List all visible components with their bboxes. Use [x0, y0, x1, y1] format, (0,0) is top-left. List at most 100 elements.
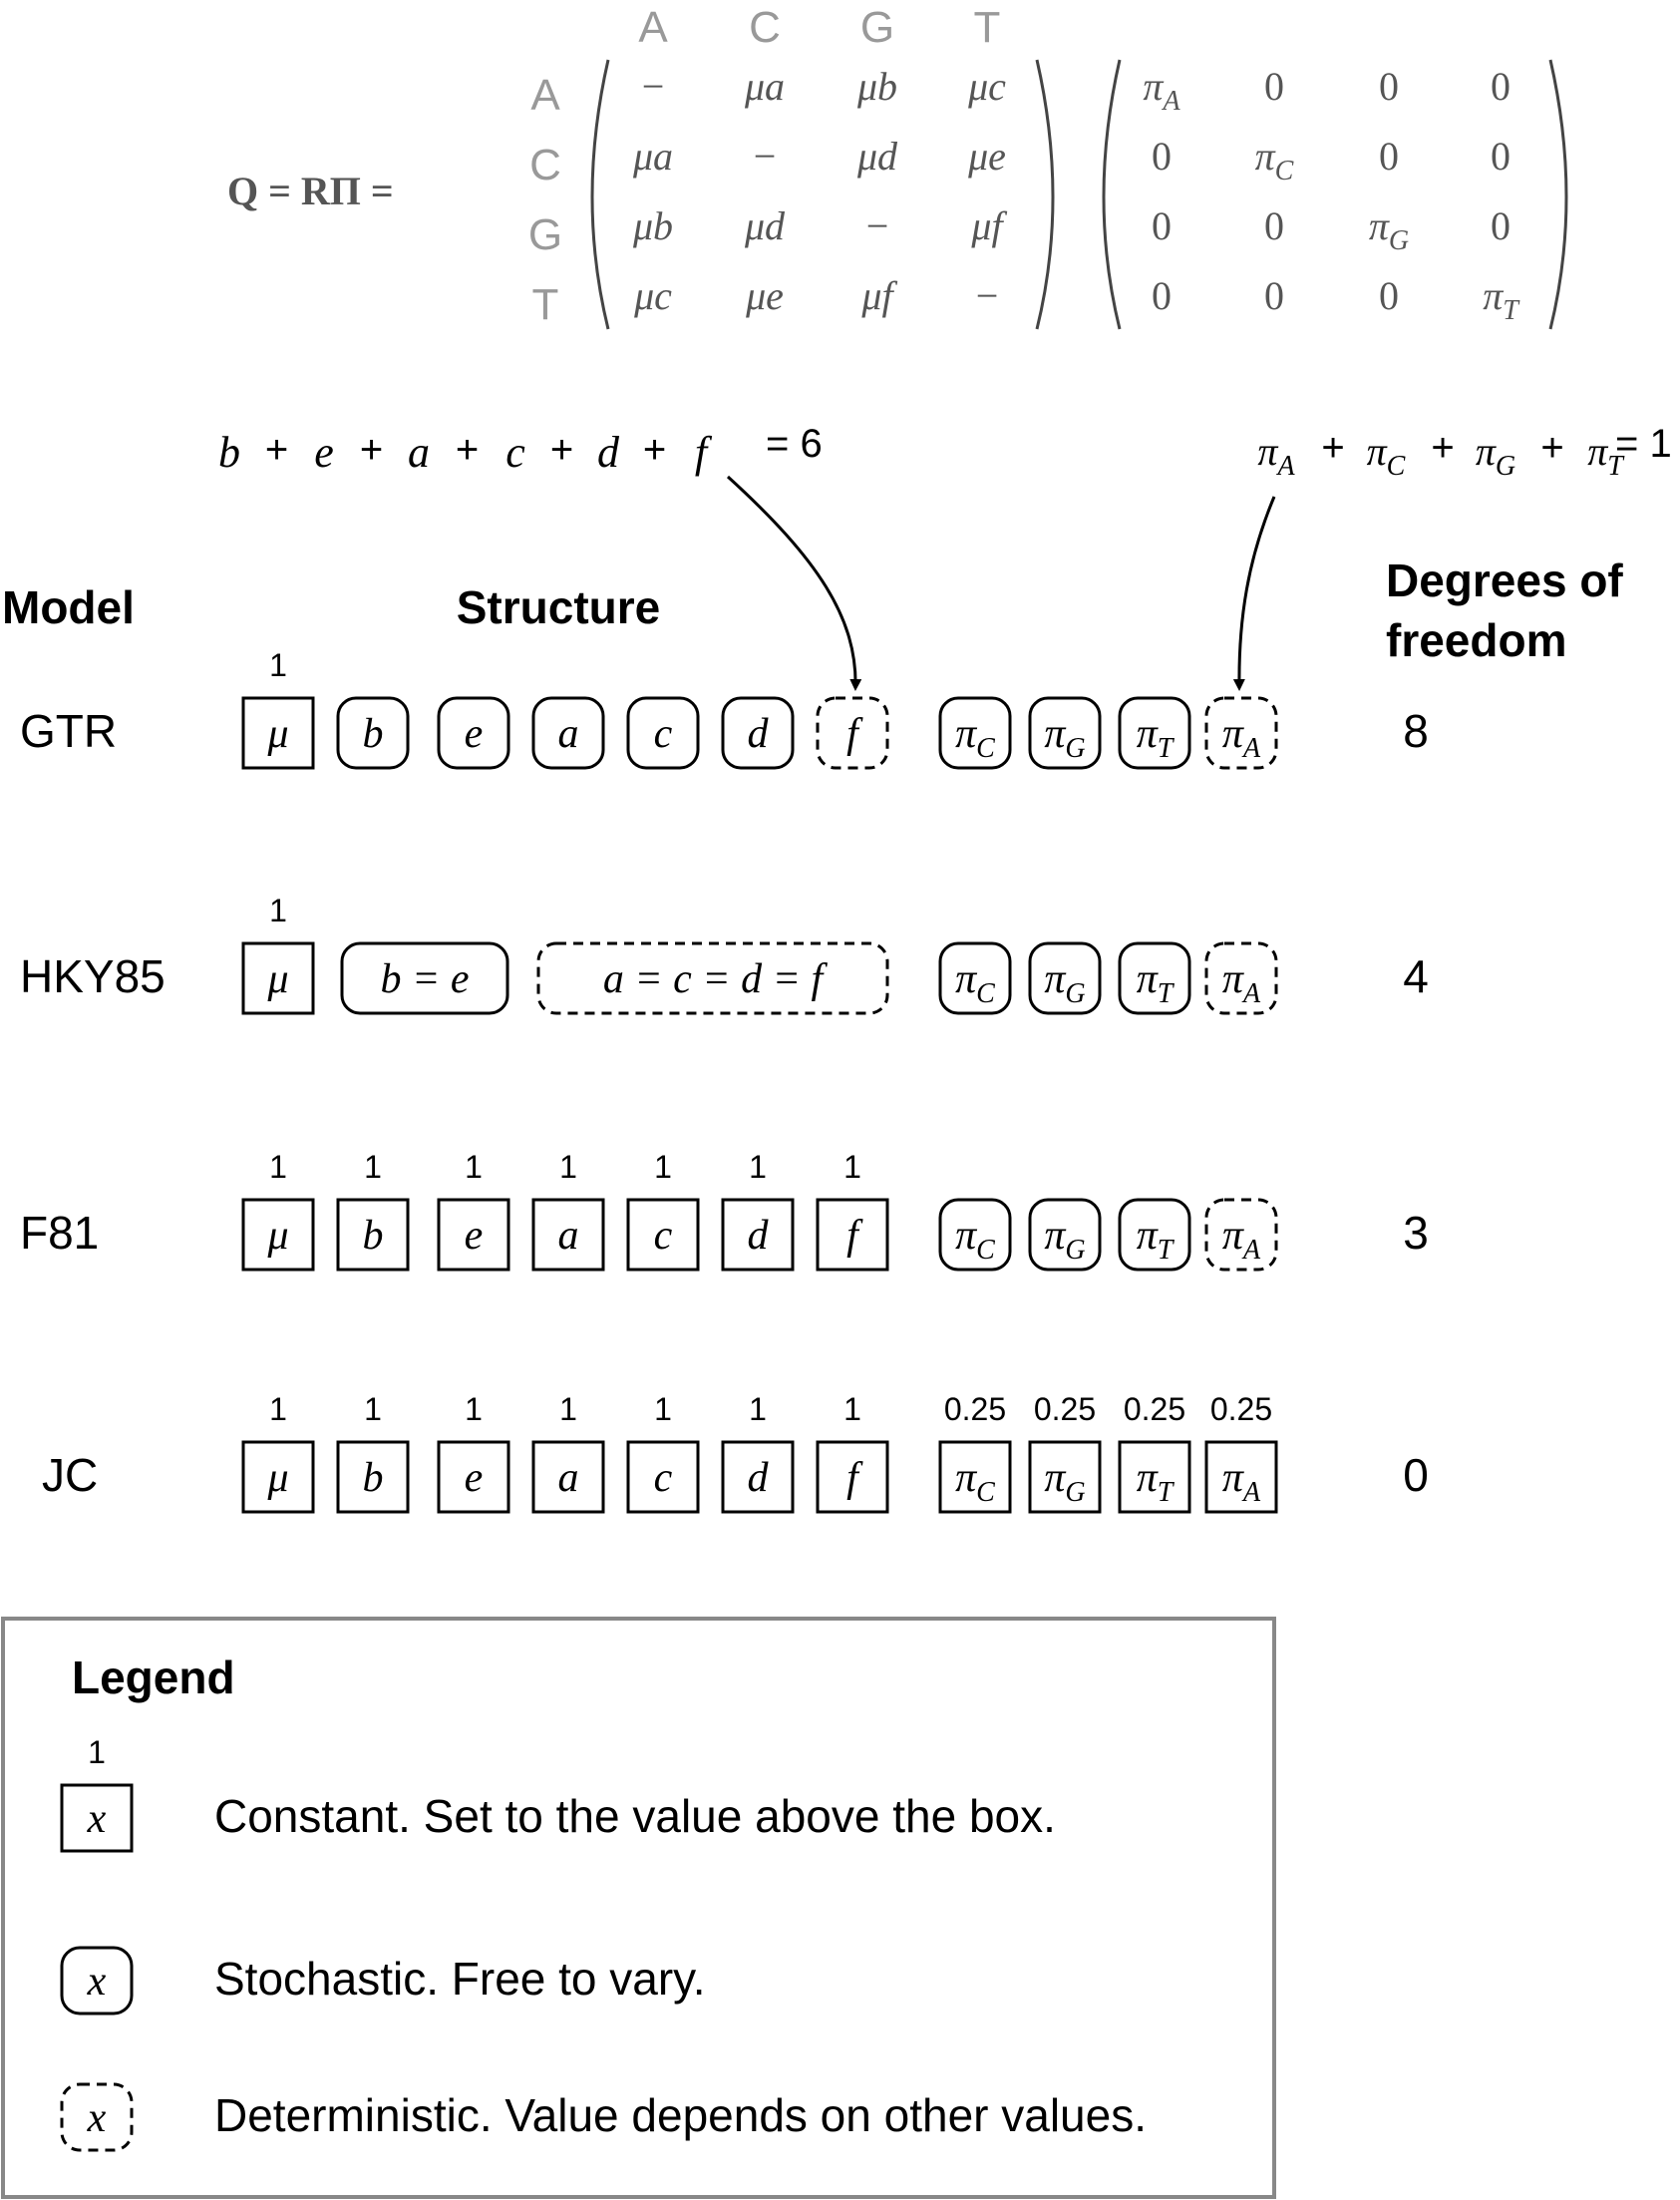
param-box-stochastic: πG: [1028, 1198, 1102, 1272]
pi-matrix-cell: πA: [1143, 64, 1180, 117]
plus-sign: +: [456, 428, 479, 472]
param-label: b: [363, 1455, 384, 1501]
constant-value: 1: [749, 1149, 767, 1185]
param-box-stochastic: πC: [938, 1198, 1012, 1272]
degrees-of-freedom: 4: [1403, 950, 1429, 1002]
plus-sign: +: [265, 428, 288, 472]
param-box-stochastic: πG: [1028, 696, 1102, 770]
param-label: a: [558, 1455, 579, 1501]
constant-value: 1: [269, 893, 287, 928]
dof-header: freedom: [1386, 614, 1566, 666]
param-label: e: [465, 711, 484, 757]
param-label: μ: [266, 956, 288, 1002]
r-matrix-cell: −: [642, 64, 665, 109]
param-label: πG: [1044, 956, 1085, 1009]
param-box-deterministic: a = c = d = f: [536, 941, 889, 1015]
dof-header: Degrees of: [1386, 554, 1623, 606]
pi-matrix-cell: 0: [1491, 64, 1511, 109]
param-box-constant: d1: [721, 1149, 795, 1272]
left-paren: [1102, 59, 1122, 330]
param-label: d: [748, 711, 770, 757]
freq-term: πC: [1367, 429, 1406, 482]
constant-value: 1: [269, 1391, 287, 1427]
plus-sign: +: [1540, 426, 1563, 470]
freq-term: πG: [1476, 429, 1515, 482]
param-box-constant: b1: [336, 1391, 410, 1514]
constant-value: 1: [88, 1734, 106, 1770]
pi-matrix-cell: 0: [1379, 134, 1399, 179]
param-box-constant: x1: [60, 1734, 134, 1853]
constant-value: 1: [269, 647, 287, 683]
constant-value: 1: [364, 1149, 382, 1185]
right-paren: [1548, 59, 1568, 330]
pi-matrix-cell: 0: [1264, 64, 1284, 109]
pi-matrix-cell: 0: [1264, 273, 1284, 318]
right-paren: [1035, 59, 1055, 330]
plus-sign: +: [1431, 426, 1454, 470]
r-matrix-cell: −: [754, 134, 777, 179]
r-matrix-cell: μe: [745, 273, 784, 318]
param-box-deterministic: x: [60, 2082, 134, 2152]
constant-value: 1: [843, 1391, 861, 1427]
legend-description: Deterministic. Value depends on other va…: [214, 2089, 1147, 2141]
r-matrix-cell: μc: [967, 64, 1006, 109]
param-box-stochastic: πC: [938, 941, 1012, 1015]
param-label: d: [748, 1213, 770, 1259]
param-label: μ: [266, 1455, 288, 1501]
model-name: JC: [42, 1449, 98, 1501]
pi-matrix-cell: πT: [1483, 273, 1520, 326]
constant-value: 1: [654, 1149, 672, 1185]
constant-value: 1: [654, 1391, 672, 1427]
model-row-hky85: HKY85 4 μ 1 b = e a = c = d = f πC πG πT πA: [20, 893, 1429, 1015]
r-matrix-cell: μa: [744, 64, 785, 109]
param-box-stochastic: c: [626, 696, 700, 770]
param-label: πC: [955, 1455, 995, 1508]
param-label: πA: [1222, 711, 1261, 764]
model-name: GTR: [20, 705, 117, 757]
param-box-constant: πG0.25: [1028, 1391, 1102, 1514]
constant-value: 1: [269, 1149, 287, 1185]
pi-matrix-cell: 0: [1152, 273, 1172, 318]
degrees-of-freedom: 8: [1403, 705, 1429, 757]
param-box-constant: μ1: [241, 647, 315, 770]
rate-term: b: [218, 428, 240, 477]
param-box-stochastic: πT: [1118, 941, 1191, 1015]
model-name: HKY85: [20, 950, 166, 1002]
plus-sign: +: [1321, 426, 1344, 470]
param-box-deterministic: πA: [1204, 1198, 1278, 1272]
param-box-constant: f1: [816, 1149, 889, 1272]
matrix-row-header: T: [532, 280, 559, 329]
param-box-stochastic: b: [336, 696, 410, 770]
param-label: b = e: [381, 956, 470, 1002]
r-matrix-cell: μf: [970, 203, 1007, 248]
param-box-stochastic: a: [531, 696, 605, 770]
param-label: πG: [1044, 1213, 1085, 1266]
matrix-col-header: T: [974, 3, 1001, 52]
param-label: πT: [1137, 1455, 1176, 1508]
freq-term: πT: [1587, 429, 1625, 482]
param-box-deterministic: πA: [1204, 941, 1278, 1015]
param-box-constant: f1: [816, 1391, 889, 1514]
param-label: b: [363, 1213, 384, 1259]
param-label: πT: [1137, 1213, 1176, 1266]
param-label: μ: [266, 711, 288, 757]
pi-matrix-cell: 0: [1379, 64, 1399, 109]
legend-description: Constant. Set to the value above the box…: [214, 1790, 1056, 1842]
plus-sign: +: [360, 428, 383, 472]
param-label: x: [87, 1796, 107, 1842]
pi-matrix-cell: πC: [1255, 134, 1294, 186]
r-matrix-cell: μe: [967, 134, 1006, 179]
param-box-constant: πC0.25: [938, 1391, 1012, 1514]
left-paren: [590, 59, 610, 330]
param-label: e: [465, 1455, 484, 1501]
param-label: πA: [1222, 956, 1261, 1009]
param-box-constant: πA0.25: [1204, 1391, 1278, 1514]
param-box-constant: e1: [437, 1391, 510, 1514]
r-matrix-cell: μb: [632, 203, 673, 248]
